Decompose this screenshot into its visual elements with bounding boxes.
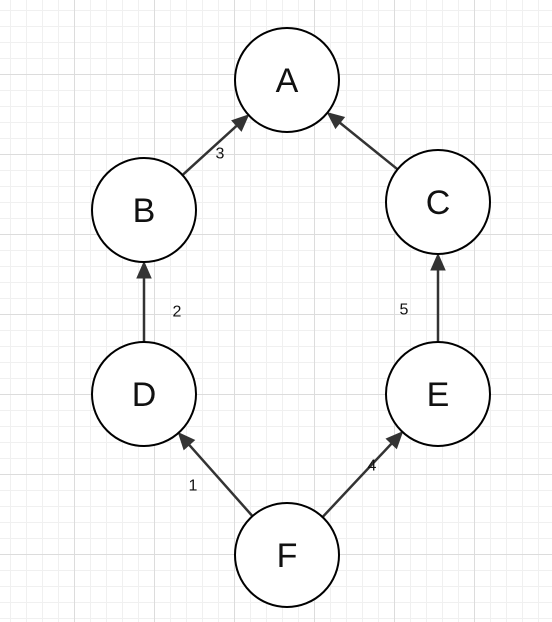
edge-b-a: 3 [181, 114, 250, 176]
edge-c-a [326, 111, 399, 171]
edge-f-d: 1 [177, 431, 254, 517]
node-circle [234, 502, 340, 608]
edge-weight-label: 3 [216, 146, 225, 163]
edge-line [339, 121, 399, 171]
arrowhead-icon [326, 111, 346, 130]
node-label: E [427, 376, 450, 414]
edge-weight-label: 4 [368, 458, 377, 475]
edges-layer: 3 2 5 1 4 [136, 111, 446, 518]
node-f: F [234, 502, 340, 608]
edge-d-b: 2 [136, 260, 182, 342]
node-e: E [385, 341, 491, 447]
node-label: D [132, 376, 157, 414]
edge-weight-label: 2 [173, 304, 182, 321]
edge-line [181, 124, 238, 176]
arrowhead-icon [177, 431, 196, 451]
edge-e-c: 5 [400, 252, 446, 342]
node-circle [385, 149, 491, 255]
node-label: C [426, 184, 451, 222]
node-label: B [133, 192, 156, 230]
node-d: D [91, 341, 197, 447]
node-circle [91, 341, 197, 447]
arrowhead-icon [136, 260, 152, 279]
node-circle [234, 27, 340, 133]
node-a: A [234, 27, 340, 133]
node-circle [385, 341, 491, 447]
edge-f-e: 4 [321, 431, 404, 518]
edge-weight-label: 5 [400, 302, 409, 319]
nodes-layer: A B C D E F [91, 27, 491, 608]
node-b: B [91, 157, 197, 263]
arrowhead-icon [430, 252, 446, 271]
edge-weight-label: 1 [189, 478, 198, 495]
node-label: A [276, 62, 299, 100]
node-c: C [385, 149, 491, 255]
node-label: F [277, 537, 298, 575]
arrowhead-icon [385, 431, 404, 450]
node-circle [91, 157, 197, 263]
edge-line [188, 444, 254, 517]
edge-line [321, 442, 393, 518]
arrowhead-icon [231, 114, 250, 132]
